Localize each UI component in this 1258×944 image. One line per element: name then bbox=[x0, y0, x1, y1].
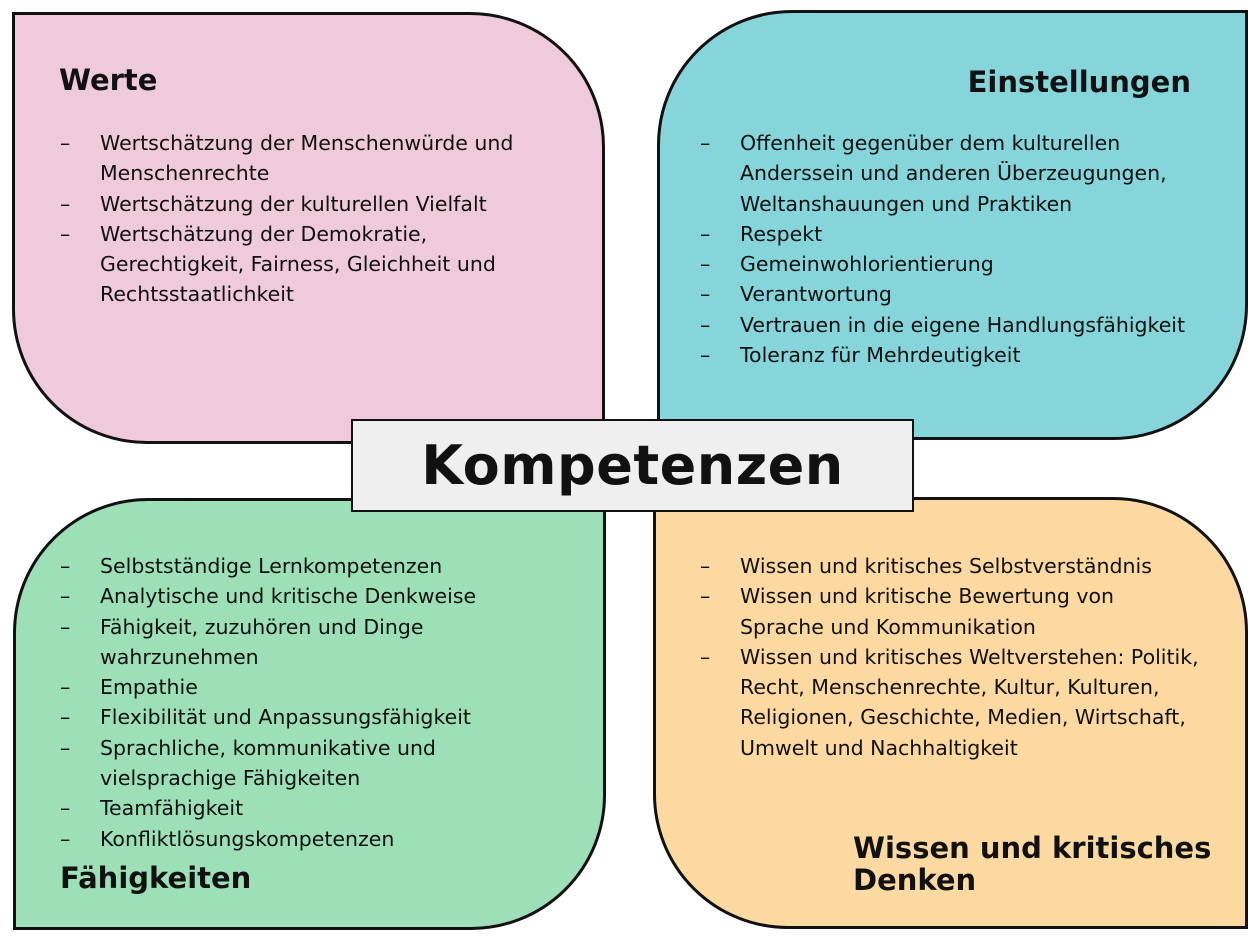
wissen-item: – Wissen und kritisches Weltverstehen: Po… bbox=[700, 642, 1199, 763]
werte-item: – Wertschätzung der kulturellen Vielfalt bbox=[60, 189, 513, 219]
wissen-item-line: Umwelt und Nachhaltigkeit bbox=[740, 735, 1018, 760]
faehigkeiten-item-line: Teamfähigkeit bbox=[100, 796, 244, 821]
einstellungen-item: – Toleranz für Mehrdeutigkeit bbox=[700, 340, 1185, 370]
wissen-title-line-2: Denken bbox=[853, 863, 977, 897]
wissen-item-line: Wissen und kritisches Weltverstehen: Pol… bbox=[740, 644, 1199, 669]
einstellungen-item-line: Gemeinwohlorientierung bbox=[740, 252, 994, 277]
faehigkeiten-item: – Empathie bbox=[60, 672, 476, 702]
faehigkeiten-item-line: Flexibilität und Anpassungsfähigkeit bbox=[100, 705, 471, 730]
bullet-dash: – bbox=[700, 644, 711, 669]
werte-item: – Wertschätzung der Demokratie, Gerechtigk… bbox=[60, 219, 513, 310]
center-title: Kompetenzen bbox=[421, 434, 844, 497]
einstellungen-item: – Verantwortung bbox=[700, 279, 1185, 309]
faehigkeiten-item-line: Empathie bbox=[100, 675, 198, 700]
faehigkeiten-item: – Selbstständige Lernkompetenzen bbox=[60, 551, 476, 581]
bullet-dash: – bbox=[60, 554, 71, 578]
bullet-dash: – bbox=[60, 826, 71, 851]
bullet-dash: – bbox=[60, 614, 71, 639]
werte-panel: Werte – Wertschätzung der Menschenwürde u… bbox=[12, 12, 605, 444]
bullet-dash: – bbox=[700, 252, 711, 277]
wissen-panel: – Wissen und kritisches Selbstverständnis… bbox=[653, 497, 1248, 929]
center-box: Kompetenzen bbox=[351, 419, 914, 512]
werte-item-line: Rechtsstaatlichkeit bbox=[100, 282, 294, 307]
faehigkeiten-item: – Flexibilität und Anpassungsfähigkeit bbox=[60, 702, 476, 732]
einstellungen-item: – Respekt bbox=[700, 219, 1185, 249]
bullet-dash: – bbox=[700, 343, 711, 368]
faehigkeiten-title: Fähigkeiten bbox=[60, 861, 252, 895]
wissen-list: – Wissen und kritisches Selbstverständnis… bbox=[700, 551, 1199, 763]
faehigkeiten-item-line: Sprachliche, kommunikative und bbox=[100, 735, 436, 760]
bullet-dash: – bbox=[700, 131, 711, 155]
faehigkeiten-item: – Teamfähigkeit bbox=[60, 793, 476, 823]
werte-title: Werte bbox=[59, 63, 158, 97]
faehigkeiten-item-line: vielsprachige Fähigkeiten bbox=[100, 766, 361, 791]
einstellungen-item: – Vertrauen in die eigene Handlungsfähigk… bbox=[700, 310, 1185, 340]
bullet-dash: – bbox=[700, 221, 711, 246]
wissen-item-line: Recht, Menschenrechte, Kultur, Kulturen, bbox=[740, 675, 1160, 700]
faehigkeiten-item-line: Selbstständige Lernkompetenzen bbox=[100, 554, 443, 578]
bullet-dash: – bbox=[60, 191, 71, 216]
wissen-item-line: Religionen, Geschichte, Medien, Wirtscha… bbox=[740, 705, 1186, 730]
werte-item-line: Wertschätzung der Demokratie, bbox=[100, 221, 428, 246]
wissen-title: Wissen und kritisches Denken bbox=[853, 832, 1211, 896]
einstellungen-item-line: Verantwortung bbox=[740, 282, 892, 307]
wissen-item-line: Wissen und kritische Bewertung von bbox=[740, 584, 1115, 609]
wissen-item-line: Wissen und kritisches Selbstverständnis bbox=[740, 554, 1152, 578]
einstellungen-item-line: Respekt bbox=[740, 221, 823, 246]
faehigkeiten-item-line: Analytische und kritische Denkweise bbox=[100, 584, 477, 609]
einstellungen-item: – Gemeinwohlorientierung bbox=[700, 249, 1185, 279]
faehigkeiten-panel: – Selbstständige Lernkompetenzen – Analytis… bbox=[13, 498, 606, 930]
bullet-dash: – bbox=[60, 584, 71, 609]
bullet-dash: – bbox=[60, 705, 71, 730]
werte-item-line: Wertschätzung der kulturellen Vielfalt bbox=[100, 191, 487, 216]
bullet-dash: – bbox=[700, 554, 711, 578]
faehigkeiten-item-line: Konfliktlösungskompetenzen bbox=[100, 826, 395, 851]
einstellungen-title: Einstellungen bbox=[967, 65, 1191, 99]
einstellungen-item-line: Vertrauen in die eigene Handlungsfähigke… bbox=[740, 312, 1186, 337]
bullet-dash: – bbox=[60, 796, 71, 821]
werte-item-line: Wertschätzung der Menschenwürde und bbox=[100, 131, 514, 155]
bullet-dash: – bbox=[60, 735, 71, 760]
bullet-dash: – bbox=[700, 584, 711, 609]
bullet-dash: – bbox=[60, 221, 71, 246]
wissen-title-line-1: Wissen und kritisches bbox=[853, 831, 1212, 865]
werte-item-line: Menschenrechte bbox=[100, 161, 270, 186]
faehigkeiten-item: – Fähigkeit, zuzuhören und Dinge wahrzuneh… bbox=[60, 612, 476, 673]
faehigkeiten-item-line: wahrzunehmen bbox=[100, 644, 259, 669]
einstellungen-item-line: Toleranz für Mehrdeutigkeit bbox=[740, 343, 1021, 368]
bullet-dash: – bbox=[60, 675, 71, 700]
faehigkeiten-item-line: Fähigkeit, zuzuhören und Dinge bbox=[100, 614, 424, 639]
einstellungen-item-line: Anderssein und anderen Überzeugungen, bbox=[740, 161, 1167, 186]
faehigkeiten-list: – Selbstständige Lernkompetenzen – Analytis… bbox=[60, 551, 476, 854]
bullet-dash: – bbox=[700, 312, 711, 337]
faehigkeiten-item: – Konfliktlösungskompetenzen bbox=[60, 824, 476, 854]
werte-item-line: Gerechtigkeit, Fairness, Gleichheit und bbox=[100, 252, 496, 277]
einstellungen-item-line: Offenheit gegenüber dem kulturellen bbox=[740, 131, 1121, 155]
bullet-dash: – bbox=[700, 282, 711, 307]
wissen-item-line: Sprache und Kommunikation bbox=[740, 614, 1036, 639]
bullet-dash: – bbox=[60, 131, 71, 155]
wissen-item: – Wissen und kritisches Selbstverständnis bbox=[700, 551, 1199, 581]
einstellungen-item-line: Weltanshauungen und Praktiken bbox=[740, 191, 1073, 216]
faehigkeiten-item: – Sprachliche, kommunikative und vielsprac… bbox=[60, 733, 476, 794]
faehigkeiten-item: – Analytische und kritische Denkweise bbox=[60, 581, 476, 611]
einstellungen-panel: Einstellungen – Offenheit gegenüber dem k… bbox=[657, 10, 1248, 440]
